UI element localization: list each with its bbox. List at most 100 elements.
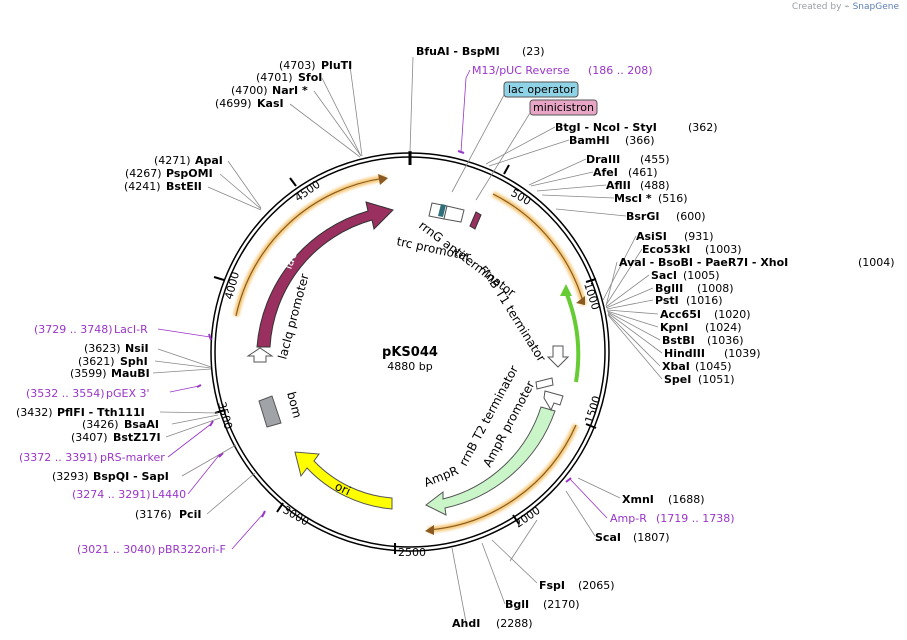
ori-label: ori [333,479,353,498]
site-label: BtgI - NcoI - StyI [555,121,657,134]
primer-label: Amp-R [610,512,647,525]
site-pos: (3426) [82,418,119,431]
site-label: BsrGI [626,210,659,223]
bom-feature[interactable]: bom [258,390,305,428]
lac-operator-label: lac operator [508,83,575,96]
site-label: SpeI [664,373,691,386]
primer-label: LacI-R [114,323,148,336]
site-pos: (4699) [215,97,252,110]
ori-feature[interactable]: ori [294,451,393,510]
site-pos: (1045) [695,360,732,373]
lacI-feature[interactable]: lacI [256,201,394,348]
site-pos: (516) [658,192,688,205]
primer-label: M13/pUC Reverse [472,64,570,77]
site-label: PflFI - Tth111I [57,406,145,419]
site-pos: (366) [625,134,655,147]
site-pos: (362) [688,121,718,134]
site-pos: (1807) [633,531,670,544]
minicistron-feature[interactable]: minicistron [475,99,598,201]
primer-range: (3021 .. 3040) [77,543,156,556]
site-pos: (3176) [135,508,172,521]
site-pos: (23) [522,45,545,58]
bom-label: bom [284,390,304,419]
site-pos: (488) [640,179,670,192]
site-label: MscI * [614,192,652,205]
site-label: Eco53kI [642,243,690,256]
site-pos: (1008) [697,282,734,295]
primer-label: pGEX 3' [106,387,150,400]
site-label: SacI [651,269,677,282]
scale-ticks: 500 1000 1500 2000 2500 3000 3500 4000 4… [213,164,604,559]
snapgene-logo-icon: ⌁ [844,2,850,12]
site-label: ScaI [595,531,621,544]
lac-operator-feature[interactable]: lac operator [451,81,579,193]
site-pos: (3432) [16,406,53,419]
site-pos: (4700) [231,84,268,97]
site-pos: (4241) [124,180,161,193]
site-label: MauBI [111,367,150,380]
site-pos: (2065) [578,579,615,592]
AmpR-label: AmpR [422,463,460,489]
orf-lines [235,174,585,535]
site-label: KpnI [660,321,688,334]
primer-labels: M13/pUC Reverse (186 .. 208) Amp-R (1719… [19,64,735,556]
plasmid-name: pKS044 [382,345,438,360]
primer-label: pBR322ori-F [158,543,226,556]
site-pos: (4271) [154,154,191,167]
site-label: SfoI [298,71,322,84]
site-label: SphI [120,355,148,368]
site-pos: (3407) [71,431,108,444]
lacI-label: lacI [281,247,301,271]
site-label: PspOMI [166,167,213,180]
site-label: PciI [179,508,201,521]
primer-range: (186 .. 208) [588,64,653,77]
site-pos: (1016) [686,294,723,307]
primer-range: (3274 .. 3291) [72,488,151,501]
site-pos: (4701) [256,71,293,84]
site-pos: (2288) [496,617,533,630]
site-label: NsiI [125,342,149,355]
site-pos: (1688) [668,493,705,506]
site-pos: (2170) [543,598,580,611]
tick-label-3500: 3500 [215,400,235,430]
tick-label-2500: 2500 [398,546,426,559]
site-pos: (4267) [125,167,162,180]
site-label: NarI * [272,84,308,97]
primer-range: (3372 .. 3391) [19,451,98,464]
site-label: BsaAI [124,418,159,431]
site-label: BglI [505,598,529,611]
primer-range: (1719 .. 1738) [656,512,735,525]
site-labels: BfuAI - BspMI (23) BtgI - NcoI - StyI (3… [16,45,895,630]
site-label: FspI [539,579,565,592]
site-label: XmnI [622,493,654,506]
site-label: XbaI [662,360,690,373]
backbone [210,151,610,552]
site-label: DraIII [586,153,620,166]
site-pos: (461) [628,166,658,179]
site-label: AflII [606,179,631,192]
site-pos: (600) [676,210,706,223]
minicistron-label: minicistron [533,101,594,114]
site-label: AhdI [452,617,480,630]
site-label: BstBI [662,334,695,347]
primer-range: (3729 .. 3748) [34,323,113,336]
site-pos: (3599) [70,367,107,380]
site-label: Acc65I [660,308,701,321]
site-label: PstI [655,294,679,307]
site-label: HindIII [664,347,705,360]
plasmid-size: 4880 bp [387,360,432,373]
site-label: BstZ17I [113,431,161,444]
site-pos: (1004) [858,256,895,269]
site-label: BspQI - SapI [93,470,169,483]
site-label: AsiSI [636,230,667,243]
site-pos: (3293) [52,470,89,483]
site-pos: (1003) [705,243,742,256]
site-label: BglII [655,282,683,295]
site-label: AvaI - BsoBI - PaeR7I - XhoI [619,256,788,269]
site-pos: (3623) [84,342,121,355]
site-label: BstEII [166,180,202,193]
primer-label: L4440 [152,488,186,501]
site-pos: (1024) [705,321,742,334]
site-label: BfuAI - BspMI [416,45,500,58]
